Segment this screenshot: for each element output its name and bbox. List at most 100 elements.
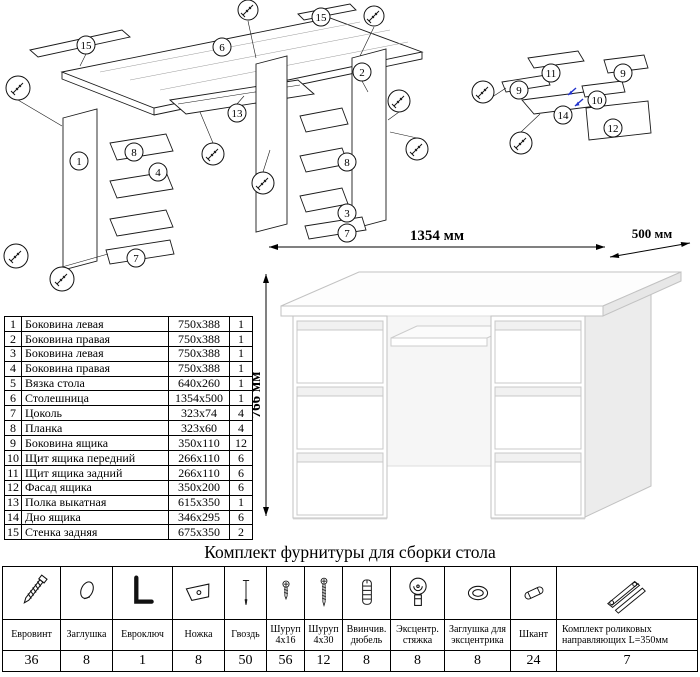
part-qty: 1 [229, 390, 253, 407]
part-size: 640x260 [168, 375, 230, 392]
part-qty: 1 [229, 330, 253, 347]
part-qty: 1 [229, 375, 253, 392]
part-name: Планка [21, 420, 169, 437]
part-callouts-drawer: 11 9 9 10 14 12 [509, 63, 633, 138]
hw-icon-cell [556, 566, 698, 620]
part-callout: 4 [148, 162, 168, 182]
part-size: 615x350 [168, 494, 230, 511]
desk-render: 1354 мм 500 мм 766 мм [253, 226, 691, 520]
part-callout: 7 [337, 223, 357, 243]
part-num: 3 [4, 345, 22, 362]
hw-item-name: Комплект роликовых направляющих L=350мм [556, 619, 698, 651]
svg-text:7: 7 [133, 253, 139, 265]
svg-text:2: 2 [359, 67, 365, 79]
leg-icon [185, 583, 209, 602]
hw-item-qty: 24 [510, 650, 557, 672]
direction-arrows [567, 87, 584, 107]
part-callout: 10 [587, 90, 607, 110]
hw-icon-cell [342, 566, 391, 620]
part-qty: 2 [229, 524, 253, 541]
hw-icon-cell [172, 566, 225, 620]
part-qty: 1 [229, 494, 253, 511]
part-qty: 12 [229, 435, 253, 452]
part-qty: 6 [229, 450, 253, 466]
hw-item-qty: 8 [342, 650, 391, 672]
hex-key-icon [133, 575, 154, 604]
hw-item-name: Ножка [172, 619, 225, 651]
part-name: Боковина левая [21, 345, 169, 362]
svg-text:7: 7 [344, 228, 350, 240]
part-name: Фасад ящика [21, 479, 169, 496]
cam-lock-icon [408, 577, 427, 606]
depth-dimension: 500 мм [609, 226, 691, 258]
svg-text:8: 8 [344, 157, 350, 169]
wooden-dowel-icon [524, 586, 543, 600]
part-name: Боковина правая [21, 330, 169, 347]
hw-item-name: Гвоздь [224, 619, 267, 651]
hw-icon-cell [266, 566, 305, 620]
hw-item-name: Евровинт [2, 619, 61, 651]
fastener-detail-callouts-drawer [471, 80, 533, 155]
part-size: 750x388 [168, 345, 230, 362]
part-name: Полка выкатная [21, 494, 169, 511]
part-name: Боковина левая [21, 316, 169, 332]
part-num: 5 [4, 375, 22, 392]
part-callout: 9 [509, 80, 529, 100]
hw-icon-cell [444, 566, 511, 620]
screw-4x30-icon [320, 577, 327, 607]
svg-text:13: 13 [232, 108, 244, 120]
hardware-kit-title: Комплект фурнитуры для сборки стола [204, 542, 496, 562]
part-name: Дно ящика [21, 509, 169, 526]
screw-4x16-icon [281, 580, 290, 601]
part-name: Щит ящика задний [21, 464, 169, 481]
width-dimension: 1354 мм [269, 228, 605, 250]
hardware-icons-row [2, 566, 698, 620]
part-size: 346x295 [168, 509, 230, 526]
part-callout: 15 [311, 7, 331, 27]
hw-item-name: Шуруп 4х16 [266, 619, 305, 651]
part-size: 750x388 [168, 316, 230, 332]
svg-text:11: 11 [546, 68, 557, 80]
exploded-assembly-diagram: 15 6 15 2 13 1 8 4 8 3 7 7 [3, 0, 652, 292]
svg-text:4: 4 [155, 167, 161, 179]
part-num: 13 [4, 494, 22, 511]
part-callout: 8 [337, 152, 357, 172]
hw-icon-cell [390, 566, 445, 620]
part-callout: 14 [553, 105, 573, 125]
hardware-names-row: Евровинт Заглушка Евроключ Ножка Гвоздь … [2, 619, 698, 651]
hw-item-name: Эксцентр. стяжка [390, 619, 445, 651]
hw-icon-cell [2, 566, 61, 620]
part-name: Боковина ящика [21, 435, 169, 452]
hw-item-name: Евроключ [112, 619, 173, 651]
part-qty: 6 [229, 479, 253, 496]
part-callout: 9 [613, 63, 633, 83]
svg-text:9: 9 [516, 85, 522, 97]
part-qty: 4 [229, 420, 253, 437]
hw-item-qty: 8 [60, 650, 113, 672]
part-qty: 4 [229, 405, 253, 422]
hardware-table: Евровинт Заглушка Евроключ Ножка Гвоздь … [2, 566, 698, 672]
part-size: 266x110 [168, 464, 230, 481]
svg-text:12: 12 [608, 123, 619, 135]
svg-text:6: 6 [219, 42, 225, 54]
hw-item-name: Шкант [510, 619, 557, 651]
plug-icon [79, 581, 94, 600]
hw-icon-cell [224, 566, 267, 620]
part-callout: 12 [603, 118, 623, 138]
part-callout: 3 [337, 203, 357, 223]
width-label: 1354 мм [410, 228, 464, 244]
part-size: 1354x500 [168, 390, 230, 407]
part-callout: 13 [227, 103, 247, 123]
hw-item-qty: 7 [556, 650, 698, 672]
hw-item-name: Заглушка [60, 619, 113, 651]
